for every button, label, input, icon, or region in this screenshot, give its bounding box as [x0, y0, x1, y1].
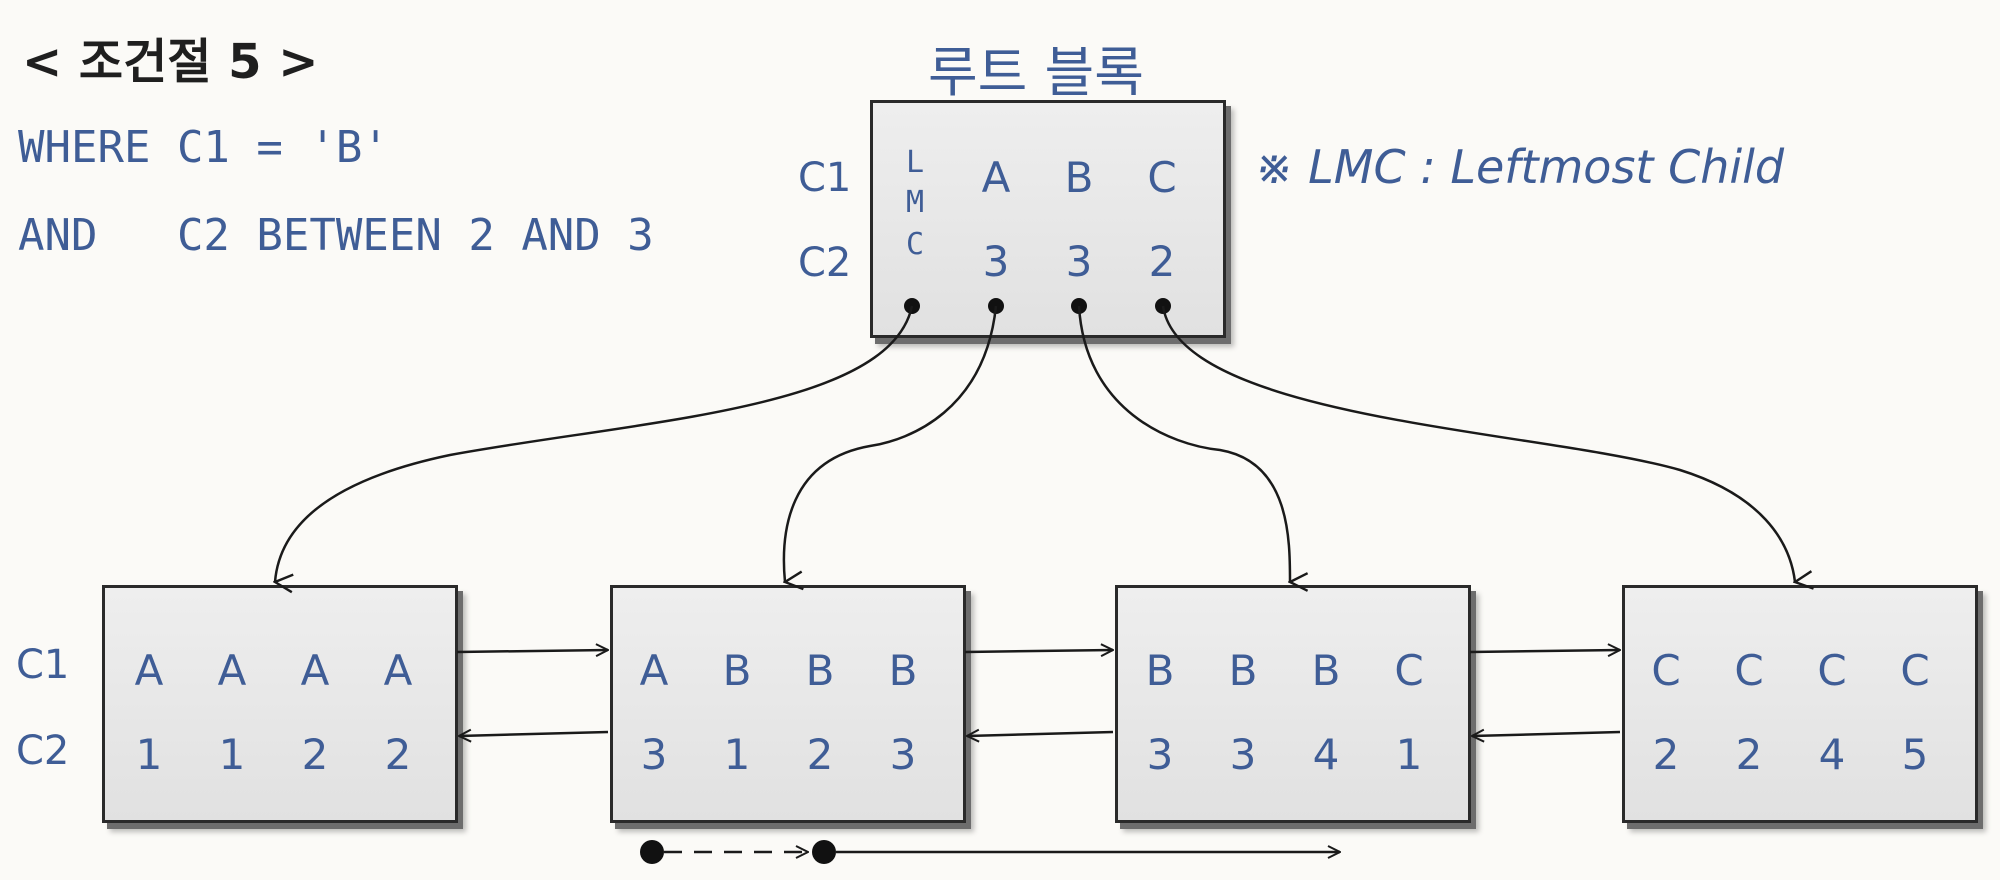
leaf-c2-value: 2 [1652, 730, 1680, 779]
leaf-c2-value: 1 [218, 730, 246, 779]
leaf-c2-value: 4 [1818, 730, 1846, 779]
root-block: L M C A B C 3 3 2 [870, 100, 1226, 338]
leaf-c2-value: 3 [889, 730, 917, 779]
leaf-c2-value: 2 [301, 730, 329, 779]
leaf-c1-value: A [639, 646, 669, 695]
leaf-c1-value: A [217, 646, 247, 695]
leaf-row-label-c1: C1 [16, 642, 70, 688]
query-where-line: WHERE C1 = 'B' [18, 122, 389, 173]
lmc-note: ※ LMC : Leftmost Child [1255, 140, 1785, 194]
root-c1-value: A [981, 153, 1011, 202]
root-lmc-letter: M [905, 185, 925, 220]
root-lmc-letter: C [905, 227, 925, 262]
root-row-label-c2: C2 [798, 240, 852, 286]
leaf-c2-value: 2 [806, 730, 834, 779]
leaf-c1-value: B [1228, 646, 1258, 695]
prev-link-3-2 [967, 732, 1114, 736]
leaf-c1-value: C [1734, 646, 1764, 695]
root-lmc-letter: L [905, 145, 925, 180]
leaf-c1-value: A [383, 646, 413, 695]
next-link-1-2 [456, 650, 608, 652]
next-link-3-4 [1469, 650, 1620, 652]
leaf-c2-value: 4 [1312, 730, 1340, 779]
root-c1-value: B [1064, 153, 1094, 202]
root-row-label-c1: C1 [798, 155, 852, 201]
leaf-row-label-c2: C2 [16, 728, 70, 774]
leaf-c2-value: 1 [135, 730, 163, 779]
leaf-block-2: A B B B 3 1 2 3 [610, 585, 966, 823]
leaf-c2-value: 2 [384, 730, 412, 779]
prev-link-4-3 [1472, 732, 1621, 736]
prev-link-2-1 [459, 732, 609, 736]
leaf-c1-value: C [1651, 646, 1681, 695]
leaf-c1-value: B [722, 646, 752, 695]
leaf-c2-value: 3 [1146, 730, 1174, 779]
leaf-block-4: C C C C 2 2 4 5 [1622, 585, 1978, 823]
root-c2-value: 2 [1148, 237, 1176, 286]
leaf-c1-value: C [1900, 646, 1930, 695]
child-pointer-lmc [275, 305, 914, 582]
leaf-c1-value: B [1311, 646, 1341, 695]
leaf-c1-value: B [805, 646, 835, 695]
leaf-block-1: A A A A 1 1 2 2 [102, 585, 458, 823]
root-c1-value: C [1147, 153, 1177, 202]
child-pointer-c2 [1161, 305, 1795, 582]
leaf-c1-value: A [134, 646, 164, 695]
child-pointer-b3 [1077, 305, 1290, 582]
leaf-c1-value: A [300, 646, 330, 695]
scan-resume-dot [812, 840, 836, 864]
leaf-c2-value: 1 [1395, 730, 1423, 779]
leaf-block-3: B B B C 3 3 4 1 [1115, 585, 1471, 823]
leaf-c2-value: 3 [640, 730, 668, 779]
leaf-c2-value: 3 [1229, 730, 1257, 779]
leaf-c2-value: 2 [1735, 730, 1763, 779]
root-block-title: 루트 블록 [928, 41, 1144, 104]
leaf-c2-value: 5 [1901, 730, 1929, 779]
root-c2-value: 3 [1065, 237, 1093, 286]
condition-title: < 조건절 5 > [22, 34, 319, 90]
root-c2-value: 3 [982, 237, 1010, 286]
leaf-c1-value: B [1145, 646, 1175, 695]
next-link-2-3 [964, 650, 1113, 652]
leaf-c2-value: 1 [723, 730, 751, 779]
query-and-line: AND C2 BETWEEN 2 AND 3 [18, 210, 654, 261]
scan-start-dot [640, 840, 664, 864]
leaf-c1-value: B [888, 646, 918, 695]
child-pointer-a3 [784, 305, 998, 582]
leaf-c1-value: C [1394, 646, 1424, 695]
leaf-c1-value: C [1817, 646, 1847, 695]
